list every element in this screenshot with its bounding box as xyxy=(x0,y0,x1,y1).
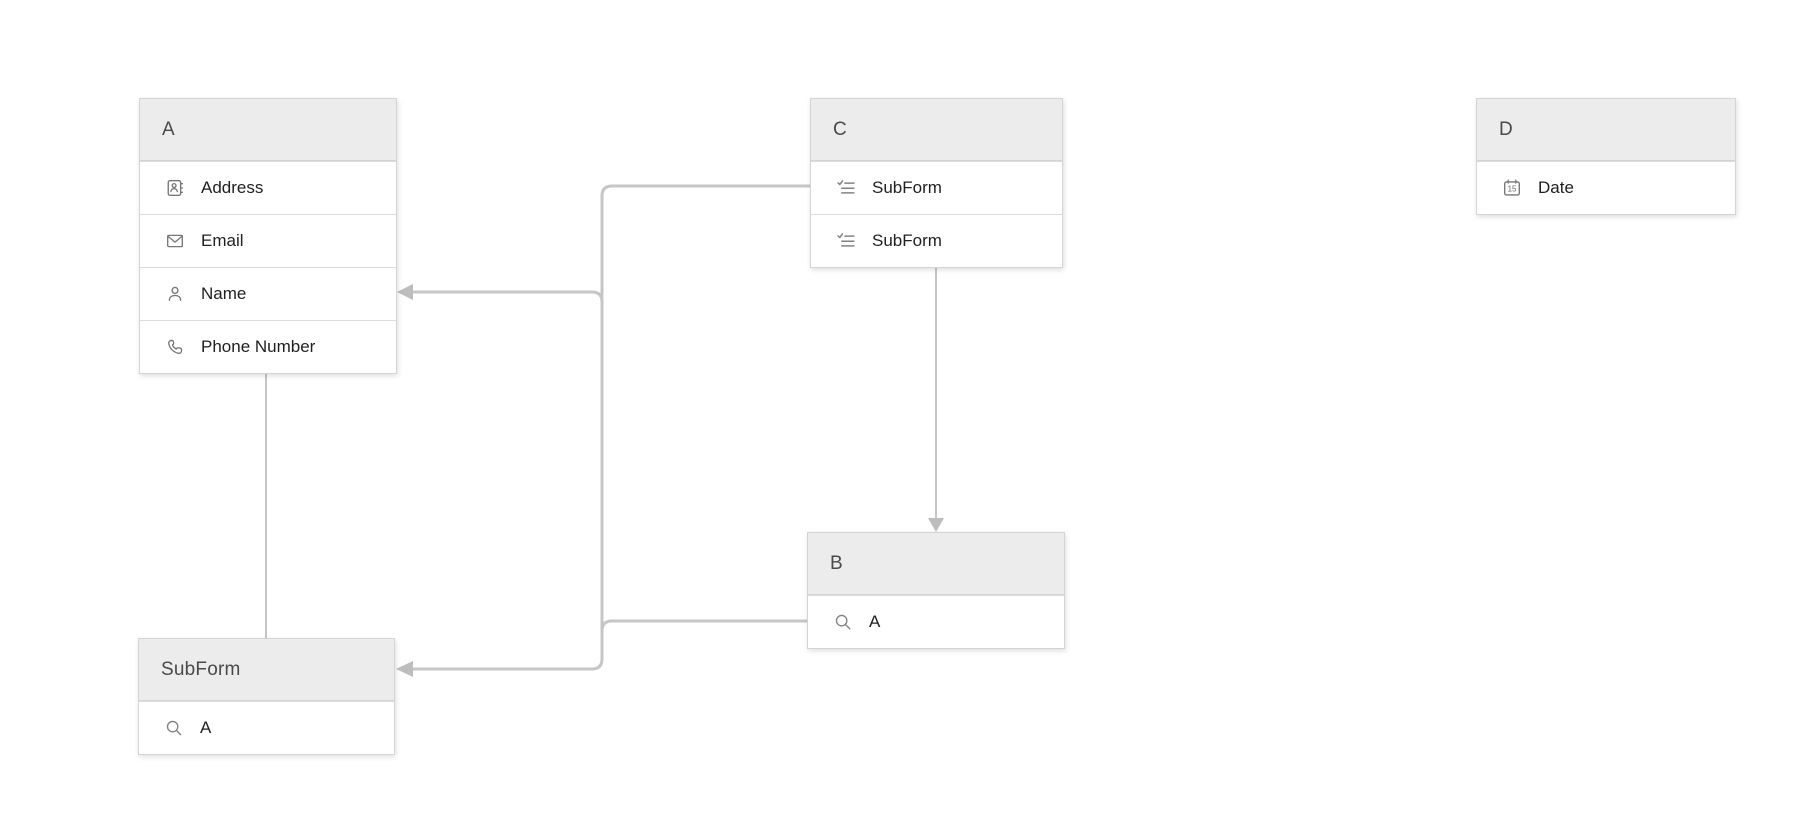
arrowhead-into-b-header xyxy=(928,518,944,532)
form-table-b[interactable]: B A xyxy=(807,532,1065,649)
field-row-email[interactable]: Email xyxy=(140,214,396,267)
form-table-d[interactable]: D 15 Date xyxy=(1476,98,1736,215)
calendar-icon: 15 xyxy=(1503,179,1521,197)
field-label: Name xyxy=(201,284,247,303)
address-book-icon xyxy=(166,179,184,197)
field-row-lookup-a[interactable]: A xyxy=(808,595,1064,648)
field-row-name[interactable]: Name xyxy=(140,267,396,320)
field-label: Date xyxy=(1538,178,1574,197)
form-table-a-header[interactable]: A xyxy=(140,99,396,161)
form-table-d-header[interactable]: D xyxy=(1477,99,1735,161)
field-label: A xyxy=(200,718,212,737)
field-label: A xyxy=(869,612,881,631)
person-icon xyxy=(166,285,184,303)
svg-text:15: 15 xyxy=(1508,185,1517,194)
subform-icon xyxy=(837,179,855,197)
connector-branch-from-b xyxy=(600,619,807,632)
search-icon xyxy=(834,613,852,631)
field-label: Email xyxy=(201,231,244,250)
field-label: SubForm xyxy=(872,231,942,250)
form-table-c[interactable]: C SubForm SubFor xyxy=(810,98,1063,268)
form-table-c-header[interactable]: C xyxy=(811,99,1062,161)
field-label: SubForm xyxy=(872,178,942,197)
field-label: Phone Number xyxy=(201,337,316,356)
form-title: A xyxy=(162,118,175,140)
phone-icon xyxy=(166,338,184,356)
arrowhead-into-subform-header xyxy=(396,661,413,677)
field-row-subform-1[interactable]: SubForm xyxy=(811,161,1062,214)
arrowhead-into-a-name-row xyxy=(397,284,413,300)
field-row-subform-2[interactable]: SubForm xyxy=(811,214,1062,267)
field-row-lookup-a[interactable]: A xyxy=(139,701,394,754)
search-icon xyxy=(165,719,183,737)
form-table-subform-header[interactable]: SubForm xyxy=(139,639,394,701)
field-label: Address xyxy=(201,178,264,197)
field-row-address[interactable]: Address xyxy=(140,161,396,214)
email-icon xyxy=(166,232,184,250)
form-table-b-header[interactable]: B xyxy=(808,533,1064,595)
field-row-phone-number[interactable]: Phone Number xyxy=(140,320,396,373)
subform-icon xyxy=(837,232,855,250)
form-title: C xyxy=(833,118,847,140)
form-table-subform[interactable]: SubForm A xyxy=(138,638,395,755)
form-title: SubForm xyxy=(161,658,241,680)
field-row-date[interactable]: 15 Date xyxy=(1477,161,1735,214)
form-table-a[interactable]: A Address Email xyxy=(139,98,397,374)
form-title: D xyxy=(1499,118,1513,140)
connector-branch-to-a-name xyxy=(413,290,604,303)
connector-trunk-path xyxy=(413,184,810,671)
form-title: B xyxy=(830,552,843,574)
